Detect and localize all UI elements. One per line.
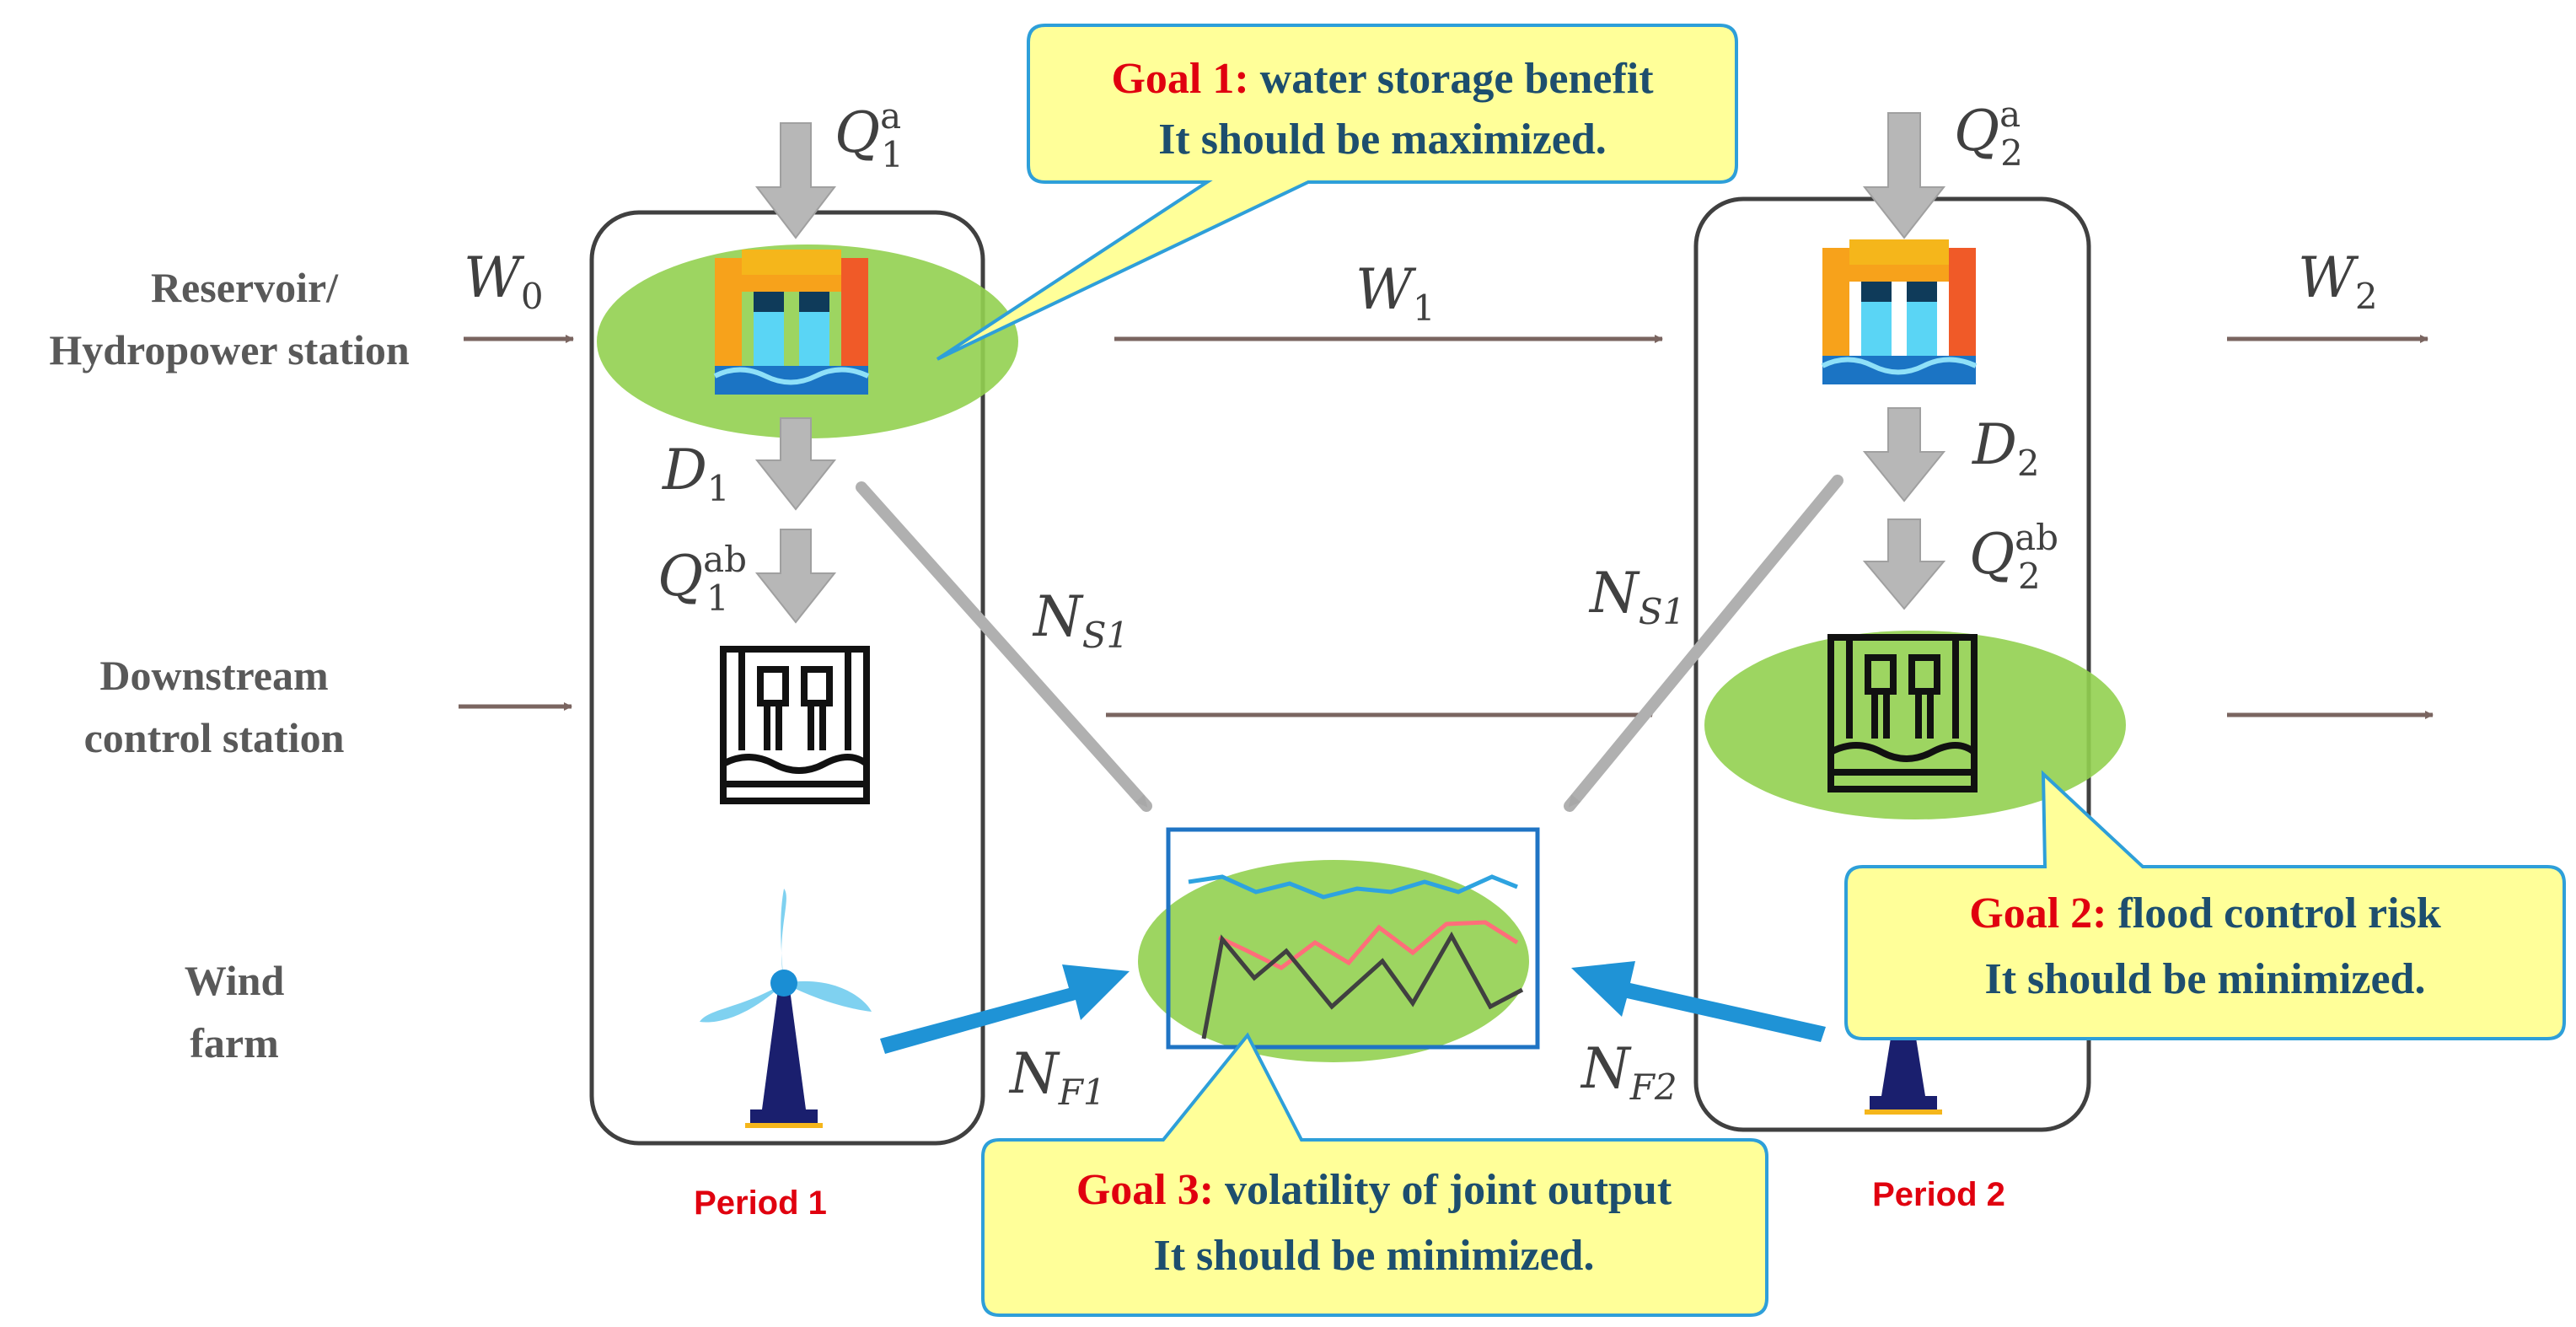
goal-1-line-1: Goal 1: water storage benefit: [1111, 55, 1654, 103]
ns1-left-label: NS1: [1032, 584, 1129, 656]
nf1-arrow: [880, 964, 1130, 1054]
nf2-label: NF2: [1580, 1036, 1677, 1108]
w2-label: W2: [2298, 245, 2378, 317]
d1-arrow: [754, 417, 837, 511]
ns1-left-arrow: [856, 481, 1152, 812]
row-label-control-station: control station: [84, 714, 345, 761]
goal-1-callout: [936, 24, 1738, 361]
w0-label: W0: [464, 245, 544, 317]
period-1-label: Period 1: [694, 1185, 827, 1222]
q1a-arrow: [754, 122, 837, 239]
d2-arrow: [1862, 407, 1946, 502]
d2-label: D2: [1972, 412, 2040, 484]
nf2-arrow: [1571, 961, 1826, 1042]
goal-2-line-1: Goal 2: flood control risk: [1969, 889, 2441, 937]
chart-line-red: [1217, 920, 1519, 970]
row-label-wind: Wind: [185, 957, 285, 1004]
q1ab-arrow: [754, 529, 837, 624]
ns1-right-arrow: [1564, 475, 1843, 812]
nf1-label: NF1: [1008, 1041, 1106, 1113]
row-label-hydropower: Hydropower station: [49, 326, 410, 373]
goal-2-line-2: It should be minimized.: [1985, 955, 2426, 1003]
hydropower-dam-icon: [1821, 239, 1978, 384]
row-label-downstream: Downstream: [99, 652, 328, 699]
goal-1-line-2: It should be maximized.: [1158, 116, 1607, 164]
q2a-arrow: [1862, 112, 1946, 239]
control-station-icon: [720, 646, 870, 804]
goal-2-callout: [1844, 770, 2566, 1040]
goal-3-line-2: It should be minimized.: [1154, 1232, 1595, 1280]
hydropower-dam-icon: [713, 250, 870, 395]
d1-label: D1: [662, 438, 730, 509]
q2ab-arrow: [1862, 518, 1946, 610]
wind-turbine-icon: [700, 889, 872, 1128]
period-2-label: Period 2: [1872, 1176, 2005, 1213]
chart-line-dark: [1201, 931, 1524, 1040]
w1-label: W1: [1355, 257, 1436, 329]
goal-3-line-1: Goal 3: volatility of joint output: [1076, 1166, 1672, 1214]
row-label-reservoir: Reservoir/: [151, 264, 339, 311]
ns1-right-label: NS1: [1588, 561, 1685, 632]
control-station-icon: [1827, 634, 1978, 792]
joint-output-chart-icon: [1166, 827, 1540, 1050]
goal-3-callout: [981, 1032, 1768, 1317]
row-label-farm: farm: [190, 1019, 279, 1066]
joint-output-highlight: [1138, 860, 1529, 1062]
chart-line-blue: [1188, 874, 1518, 900]
